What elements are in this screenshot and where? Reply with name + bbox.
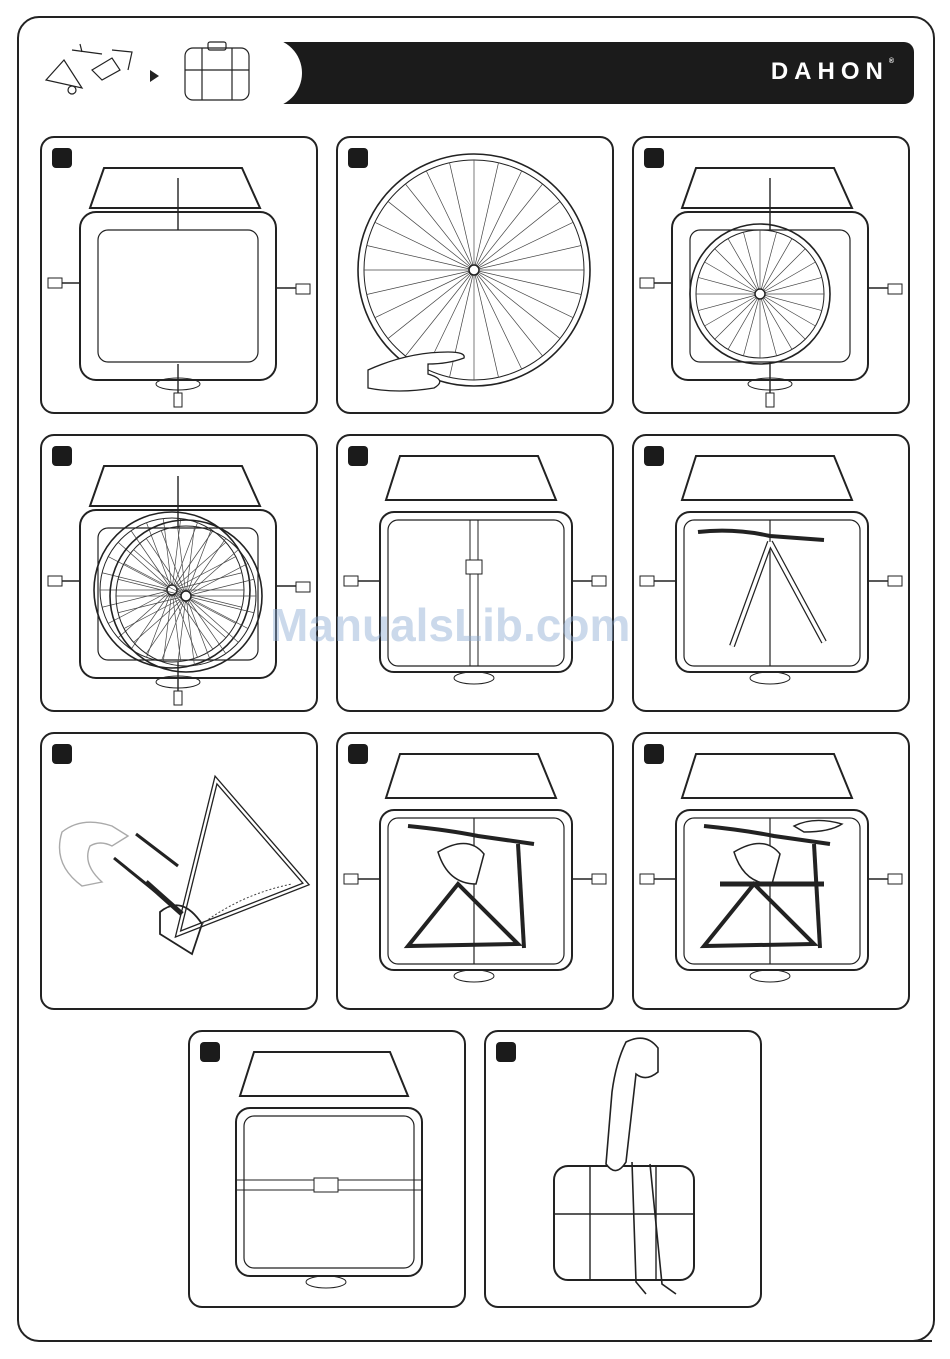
step-panel-open-case <box>40 136 318 414</box>
step-marker <box>200 1042 220 1062</box>
step-panel-fork-and-handlebar <box>632 434 910 712</box>
two-wheels-in-case-illustration <box>42 436 316 710</box>
step-panel-frame-seat-in-case <box>632 732 910 1010</box>
carry-case-illustration <box>486 1032 760 1306</box>
chainring-guard-illustration <box>42 734 316 1008</box>
fork-and-handlebar-illustration <box>634 436 908 710</box>
step-panel-strap-divider <box>336 434 614 712</box>
brand-logo: DAHON® <box>771 58 894 86</box>
step-panel-carry-case <box>484 1030 762 1308</box>
step-panel-wheel-in-case <box>632 136 910 414</box>
strap-divider-illustration <box>338 436 612 710</box>
step-marker <box>52 744 72 764</box>
step-marker <box>644 446 664 466</box>
brand-name: DAHON <box>771 58 889 85</box>
bottom-rule <box>470 1340 932 1342</box>
step-marker <box>496 1042 516 1062</box>
step-marker <box>348 744 368 764</box>
arrow-right-icon <box>150 70 159 82</box>
step-panel-strap-closed-case <box>188 1030 466 1308</box>
step-marker <box>52 148 72 168</box>
step-panel-chainring-guard <box>40 732 318 1010</box>
deflate-wheel-illustration <box>338 138 612 412</box>
wheel-in-case-illustration <box>634 138 908 412</box>
case-thumbnail <box>182 40 252 104</box>
frame-in-case-illustration <box>338 734 612 1008</box>
step-panel-frame-in-case <box>336 732 614 1010</box>
step-marker <box>644 744 664 764</box>
strap-closed-case-illustration <box>190 1032 464 1306</box>
step-marker <box>348 148 368 168</box>
step-panel-deflate-wheel <box>336 136 614 414</box>
registered-mark: ® <box>889 58 894 65</box>
step-marker <box>348 446 368 466</box>
step-marker <box>52 446 72 466</box>
folded-bike-thumbnail <box>42 40 142 100</box>
frame-seat-in-case-illustration <box>634 734 908 1008</box>
open-case-illustration <box>42 138 316 412</box>
watermark: ManualsLib.com <box>270 598 630 652</box>
step-marker <box>644 148 664 168</box>
step-panel-two-wheels-in-case <box>40 434 318 712</box>
